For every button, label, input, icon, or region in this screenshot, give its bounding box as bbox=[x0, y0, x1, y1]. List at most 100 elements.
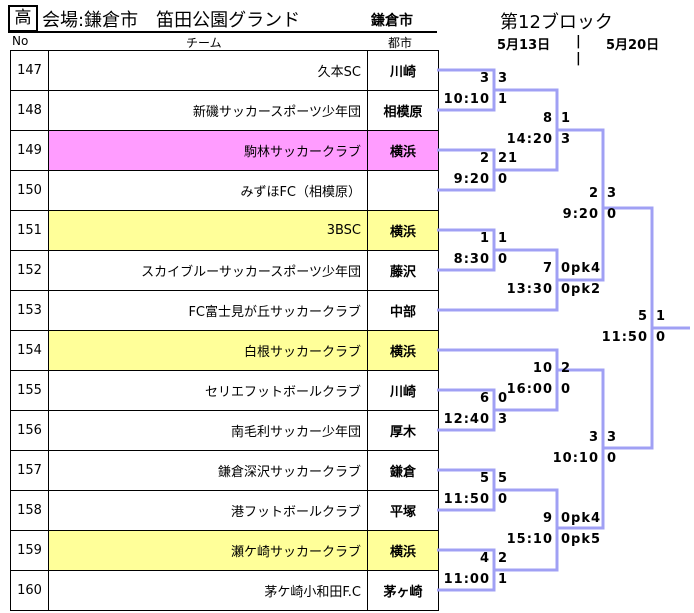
match-number: 6 bbox=[479, 391, 490, 406]
bracket-connector bbox=[557, 128, 605, 282]
team-city: 横浜 bbox=[367, 130, 439, 171]
date-separator-2: | bbox=[576, 51, 581, 66]
team-city: 横浜 bbox=[367, 330, 439, 371]
team-city: 鎌倉 bbox=[367, 450, 439, 491]
team-city bbox=[367, 170, 439, 211]
match-time: 13:30 bbox=[506, 282, 553, 297]
team-name: 白根サッカークラブ bbox=[48, 330, 368, 371]
bracket-connector bbox=[603, 206, 654, 450]
score-top: 5 bbox=[498, 471, 509, 486]
match-time: 12:40 bbox=[443, 412, 490, 427]
score-top: 3 bbox=[607, 186, 618, 201]
score-top: 21 bbox=[498, 151, 519, 166]
team-name: 茅ケ崎小和田F.C bbox=[48, 570, 368, 611]
match-number: 8 bbox=[542, 111, 553, 126]
bracket-connector bbox=[557, 368, 605, 530]
score-top: 2 bbox=[498, 551, 509, 566]
col-city-header: 都市 bbox=[388, 36, 413, 50]
match-time: 15:10 bbox=[506, 532, 553, 547]
score-bottom: 0 bbox=[498, 492, 509, 507]
score-bottom: 1 bbox=[498, 572, 509, 587]
team-name: 瀬ケ崎サッカークラブ bbox=[48, 530, 368, 571]
team-no: 150 bbox=[10, 170, 49, 211]
team-name: スカイブルーサッカースポーツ少年団 bbox=[48, 250, 368, 291]
team-name: 久本SC bbox=[48, 50, 368, 91]
round2-date: 5月20日 bbox=[606, 38, 660, 53]
venue-title: 会場:鎌倉市 笛田公園グランド bbox=[42, 10, 301, 31]
match-number: 5 bbox=[479, 471, 490, 486]
match-time: 11:50 bbox=[601, 330, 648, 345]
team-city: 横浜 bbox=[367, 210, 439, 251]
match-time: 16:00 bbox=[506, 382, 553, 397]
score-bottom: 0pk2 bbox=[561, 282, 602, 297]
match-number: 9 bbox=[542, 511, 553, 526]
match-time: 10:10 bbox=[443, 92, 490, 107]
match-number: 3 bbox=[479, 71, 490, 86]
bracket-connector bbox=[437, 388, 496, 432]
team-no: 151 bbox=[10, 210, 49, 251]
date-separator: | bbox=[576, 34, 581, 49]
score-bottom: 3 bbox=[498, 412, 509, 427]
host-city: 鎌倉市 bbox=[371, 13, 413, 29]
score-top: 1 bbox=[498, 231, 509, 246]
match-time: 11:00 bbox=[443, 572, 490, 587]
score-bottom: 3 bbox=[561, 132, 572, 147]
team-no: 155 bbox=[10, 370, 49, 411]
match-number: 5 bbox=[637, 309, 648, 324]
score-top: 1 bbox=[656, 309, 667, 324]
team-city: 茅ヶ崎 bbox=[367, 570, 439, 611]
score-bottom: 1 bbox=[498, 92, 509, 107]
bracket-connector bbox=[437, 348, 559, 412]
team-name: 新磯サッカースポーツ少年団 bbox=[48, 90, 368, 131]
match-time: 14:20 bbox=[506, 132, 553, 147]
team-city: 藤沢 bbox=[367, 250, 439, 291]
match-number: 7 bbox=[542, 261, 553, 276]
score-top: 0pk4 bbox=[561, 511, 602, 526]
team-city: 相模原 bbox=[367, 90, 439, 131]
team-no: 156 bbox=[10, 410, 49, 451]
score-bottom: 0 bbox=[607, 207, 618, 222]
team-name: 港フットボールクラブ bbox=[48, 490, 368, 531]
block-title: 第12ブロック bbox=[500, 12, 613, 33]
team-no: 152 bbox=[10, 250, 49, 291]
score-bottom: 0 bbox=[561, 382, 572, 397]
match-number: 1 bbox=[479, 231, 490, 246]
score-bottom: 0 bbox=[656, 330, 667, 345]
col-team-header: チーム bbox=[186, 36, 222, 50]
match-number: 3 bbox=[588, 430, 599, 445]
match-time: 10:10 bbox=[552, 451, 599, 466]
match-time: 9:20 bbox=[562, 207, 599, 222]
score-top: 0 bbox=[498, 391, 509, 406]
match-number: 2 bbox=[479, 151, 490, 166]
round1-date: 5月13日 bbox=[497, 38, 551, 53]
team-no: 160 bbox=[10, 570, 49, 611]
score-bottom: 0 bbox=[498, 172, 509, 187]
score-top: 1 bbox=[561, 111, 572, 126]
score-top: 2 bbox=[561, 361, 572, 376]
match-number: 10 bbox=[532, 361, 553, 376]
score-top: 3 bbox=[498, 71, 509, 86]
score-top: 0pk4 bbox=[561, 261, 602, 276]
team-name: 駒林サッカークラブ bbox=[48, 130, 368, 171]
team-no: 148 bbox=[10, 90, 49, 131]
score-bottom: 0 bbox=[607, 451, 618, 466]
bracket-connector bbox=[494, 488, 559, 572]
match-number: 2 bbox=[588, 186, 599, 201]
team-no: 153 bbox=[10, 290, 49, 331]
match-time: 9:20 bbox=[453, 172, 490, 187]
header-divider bbox=[8, 31, 437, 33]
